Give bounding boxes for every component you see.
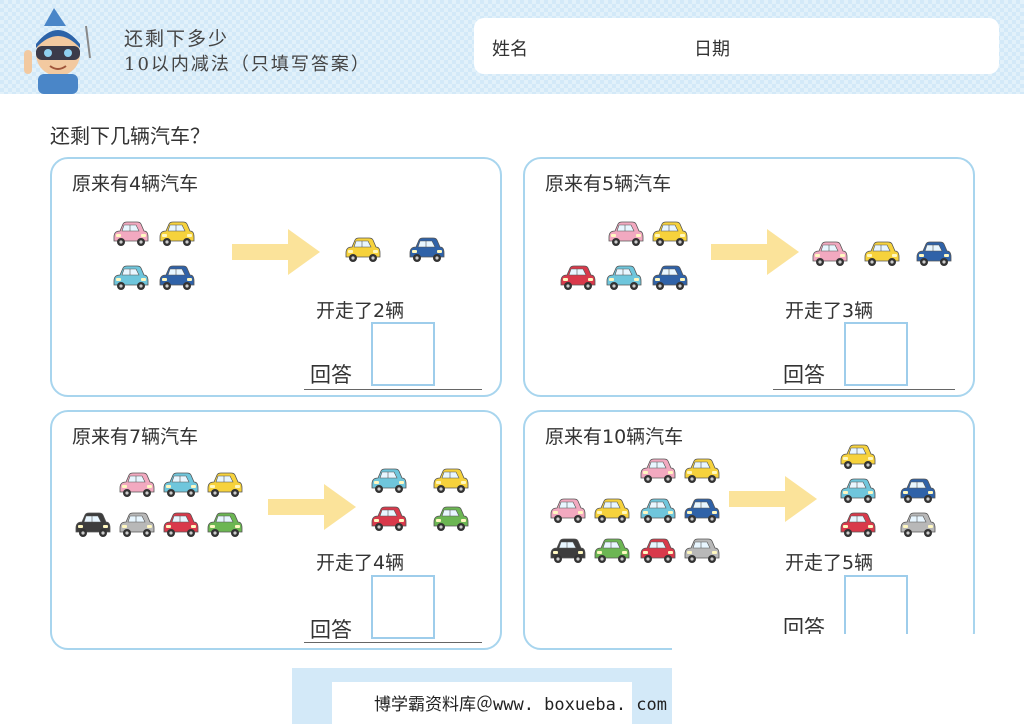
car-icon bbox=[547, 496, 587, 526]
problem-panel-4: 原来有10辆汽车 开走了5辆 回答 bbox=[523, 410, 975, 650]
car-icon bbox=[342, 235, 382, 265]
car-icon bbox=[809, 239, 849, 269]
car-icon bbox=[156, 219, 196, 249]
car-icon bbox=[110, 263, 150, 293]
arrow-right-icon bbox=[729, 476, 817, 522]
problem-panel-3: 原来有7辆汽车 开走了4辆 回答 bbox=[50, 410, 502, 650]
car-icon bbox=[681, 496, 721, 526]
footer-website-text: 博学霸资料库＠www. boxueba. com bbox=[374, 695, 667, 715]
question-heading: 还剩下几辆汽车？ bbox=[50, 124, 210, 148]
answer-box[interactable] bbox=[371, 322, 435, 386]
car-icon bbox=[681, 536, 721, 566]
panel-title: 原来有5辆汽车 bbox=[545, 173, 672, 195]
answer-label: 回答 bbox=[310, 618, 352, 642]
answer-box[interactable] bbox=[371, 575, 435, 639]
arrow-right-icon bbox=[711, 229, 799, 275]
car-icon bbox=[368, 466, 408, 496]
cars-gone-text: 开走了2辆 bbox=[316, 300, 405, 322]
mascot-illustration bbox=[24, 8, 91, 94]
footer-banner bbox=[292, 668, 672, 724]
car-icon bbox=[204, 470, 244, 500]
car-icon bbox=[649, 219, 689, 249]
car-icon bbox=[637, 456, 677, 486]
car-icon bbox=[368, 504, 408, 534]
car-icon bbox=[837, 442, 877, 472]
car-icon bbox=[156, 263, 196, 293]
answer-label: 回答 bbox=[783, 363, 825, 387]
name-date-box: 姓名 日期 bbox=[474, 18, 999, 74]
car-icon bbox=[897, 510, 937, 540]
car-icon bbox=[637, 496, 677, 526]
car-icon bbox=[557, 263, 597, 293]
answer-label: 回答 bbox=[310, 363, 352, 387]
panel-title: 原来有10辆汽车 bbox=[545, 426, 684, 448]
car-icon bbox=[605, 219, 645, 249]
car-icon bbox=[637, 536, 677, 566]
cars-gone-text: 开走了3辆 bbox=[785, 300, 874, 322]
panel-title: 原来有4辆汽车 bbox=[72, 173, 199, 195]
arrow-right-icon bbox=[268, 484, 356, 530]
car-icon bbox=[649, 263, 689, 293]
car-icon bbox=[837, 510, 877, 540]
footer-inner bbox=[332, 682, 632, 724]
car-icon bbox=[547, 536, 587, 566]
car-icon bbox=[681, 456, 721, 486]
car-icon bbox=[861, 239, 901, 269]
car-icon bbox=[160, 510, 200, 540]
date-field-label[interactable]: 日期 bbox=[694, 39, 730, 60]
car-icon bbox=[204, 510, 244, 540]
name-field-label[interactable]: 姓名 bbox=[492, 39, 528, 60]
car-icon bbox=[430, 466, 470, 496]
car-icon bbox=[430, 504, 470, 534]
car-icon bbox=[591, 496, 631, 526]
car-icon bbox=[603, 263, 643, 293]
car-icon bbox=[897, 476, 937, 506]
car-icon bbox=[72, 510, 112, 540]
problem-panel-2: 原来有5辆汽车 开走了3辆 回答 bbox=[523, 157, 975, 397]
answer-underline bbox=[773, 389, 955, 390]
panel-title: 原来有7辆汽车 bbox=[72, 426, 199, 448]
answer-underline bbox=[304, 389, 482, 390]
car-icon bbox=[110, 219, 150, 249]
problem-panel-1: 原来有4辆汽车 开走了2辆 回答 bbox=[50, 157, 502, 397]
cars-gone-text: 开走了5辆 bbox=[785, 552, 874, 574]
car-icon bbox=[116, 470, 156, 500]
car-icon bbox=[160, 470, 200, 500]
car-icon bbox=[913, 239, 953, 269]
answer-box[interactable] bbox=[844, 575, 908, 639]
arrow-right-icon bbox=[232, 229, 320, 275]
answer-box[interactable] bbox=[844, 322, 908, 386]
worksheet-title: 还剩下多少 bbox=[124, 28, 230, 50]
cropped-area bbox=[672, 634, 1024, 724]
car-icon bbox=[591, 536, 631, 566]
cars-gone-text: 开走了4辆 bbox=[316, 552, 405, 574]
worksheet-subtitle: 10以内减法（只填写答案） bbox=[124, 54, 371, 75]
car-icon bbox=[406, 235, 446, 265]
car-icon bbox=[116, 510, 156, 540]
car-icon bbox=[837, 476, 877, 506]
header-banner: 还剩下多少 10以内减法（只填写答案） 姓名 日期 bbox=[0, 0, 1024, 94]
answer-underline bbox=[304, 642, 482, 643]
